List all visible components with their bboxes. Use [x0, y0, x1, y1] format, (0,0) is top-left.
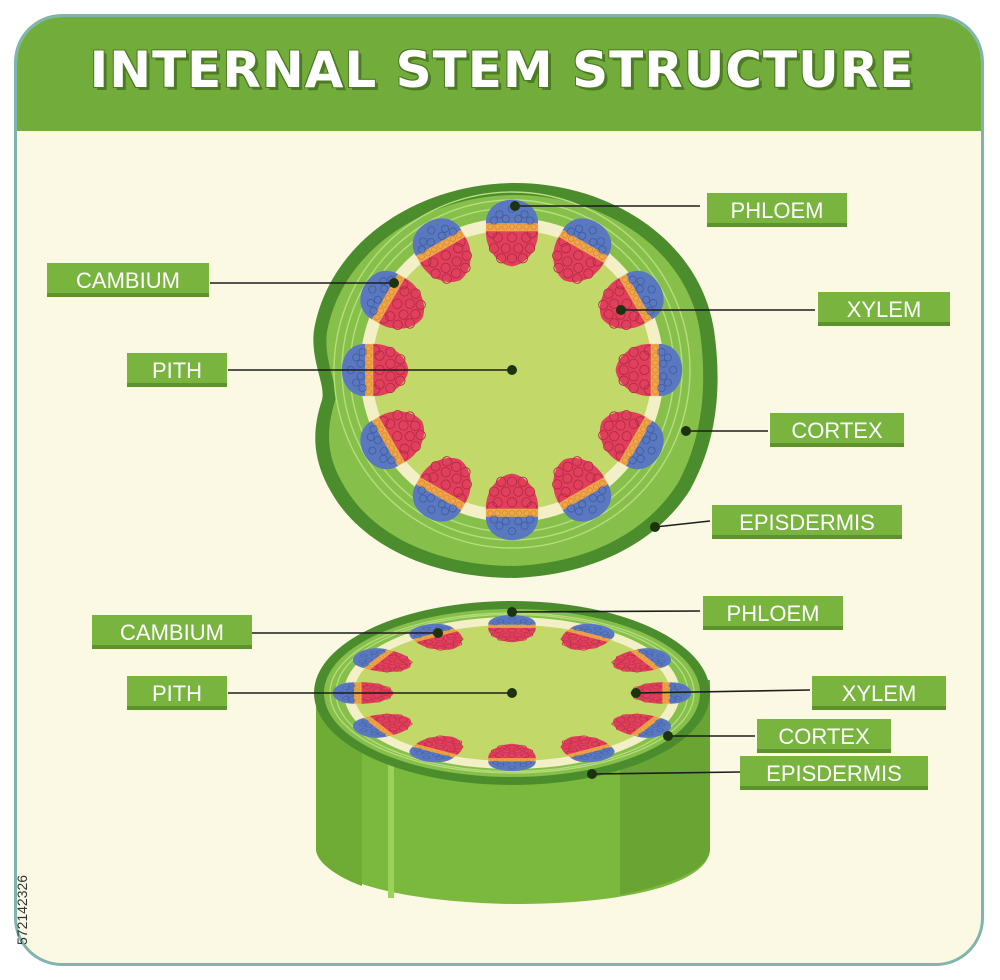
vascular-bundle	[409, 735, 464, 763]
vascular-bundle	[412, 218, 472, 284]
label-text: PHLOEM	[731, 198, 824, 223]
vascular-bundle	[615, 343, 683, 397]
vascular-bundle	[552, 456, 612, 522]
label-top-pith: PITH	[127, 353, 227, 387]
label-top-cambium: CAMBIUM	[47, 263, 209, 297]
vascular-bundle	[611, 713, 671, 738]
label-top-xylem: XYLEM	[818, 292, 950, 326]
top-vascular-bundles	[341, 199, 683, 541]
label-side-cambium: CAMBIUM	[92, 615, 252, 649]
leader-lines	[210, 205, 815, 775]
vascular-bundle	[353, 713, 413, 738]
leader-dots	[389, 201, 691, 779]
label-text: XYLEM	[847, 297, 922, 322]
vascular-bundle	[488, 743, 536, 772]
vascular-bundle	[353, 713, 413, 738]
label-text: EPISDERMIS	[766, 761, 902, 786]
label-side-xylem: XYLEM	[812, 676, 946, 710]
label-side-pith: PITH	[127, 676, 227, 710]
vascular-bundle	[611, 713, 671, 738]
vascular-bundle	[560, 623, 615, 651]
vascular-bundle	[560, 735, 615, 763]
label-text: CAMBIUM	[120, 620, 224, 645]
vascular-bundle	[353, 648, 413, 673]
vascular-bundle	[560, 735, 615, 763]
label-text: CORTEX	[791, 418, 883, 443]
label-text: PITH	[152, 681, 202, 706]
vascular-bundle	[552, 218, 612, 284]
title-banner: INTERNAL STEM STRUCTURE	[17, 17, 981, 131]
vascular-bundle	[560, 623, 615, 651]
vascular-bundle	[353, 648, 413, 673]
vascular-bundle	[412, 456, 472, 522]
label-side-epidermis: EPISDERMIS	[740, 756, 928, 790]
vascular-bundle	[409, 735, 464, 763]
vascular-bundle	[488, 614, 536, 643]
vascular-bundle	[488, 743, 536, 772]
label-text: CORTEX	[778, 724, 870, 749]
label-text: XYLEM	[842, 681, 917, 706]
label-top-cortex: CORTEX	[770, 413, 904, 447]
vascular-bundle	[611, 648, 671, 673]
label-text: PITH	[152, 358, 202, 383]
label-text: EPISDERMIS	[739, 510, 875, 535]
label-top-phloem: PHLOEM	[707, 193, 847, 227]
top-cross-section	[313, 183, 718, 578]
label-text: PHLOEM	[727, 601, 820, 626]
vascular-bundle	[360, 410, 426, 470]
side-labels: PHLOEM CAMBIUM PITH XYLEM CORTEX	[92, 596, 946, 790]
page-title: INTERNAL STEM STRUCTURE	[89, 41, 915, 99]
label-text: CAMBIUM	[76, 268, 180, 293]
stock-credit: 572142326	[14, 874, 30, 945]
label-side-cortex: CORTEX	[757, 719, 891, 753]
side-cylinder	[314, 601, 710, 904]
label-side-phloem: PHLOEM	[703, 596, 843, 630]
top-labels: PHLOEM CAMBIUM XYLEM PITH CORTEX	[47, 193, 950, 539]
vascular-bundle	[598, 270, 664, 330]
label-top-epidermis: EPISDERMIS	[712, 505, 902, 539]
vascular-bundle	[485, 473, 539, 541]
vascular-bundle	[488, 614, 536, 643]
cylinder-highlight	[388, 740, 394, 898]
vascular-bundle	[598, 410, 664, 470]
vascular-bundle	[611, 648, 671, 673]
